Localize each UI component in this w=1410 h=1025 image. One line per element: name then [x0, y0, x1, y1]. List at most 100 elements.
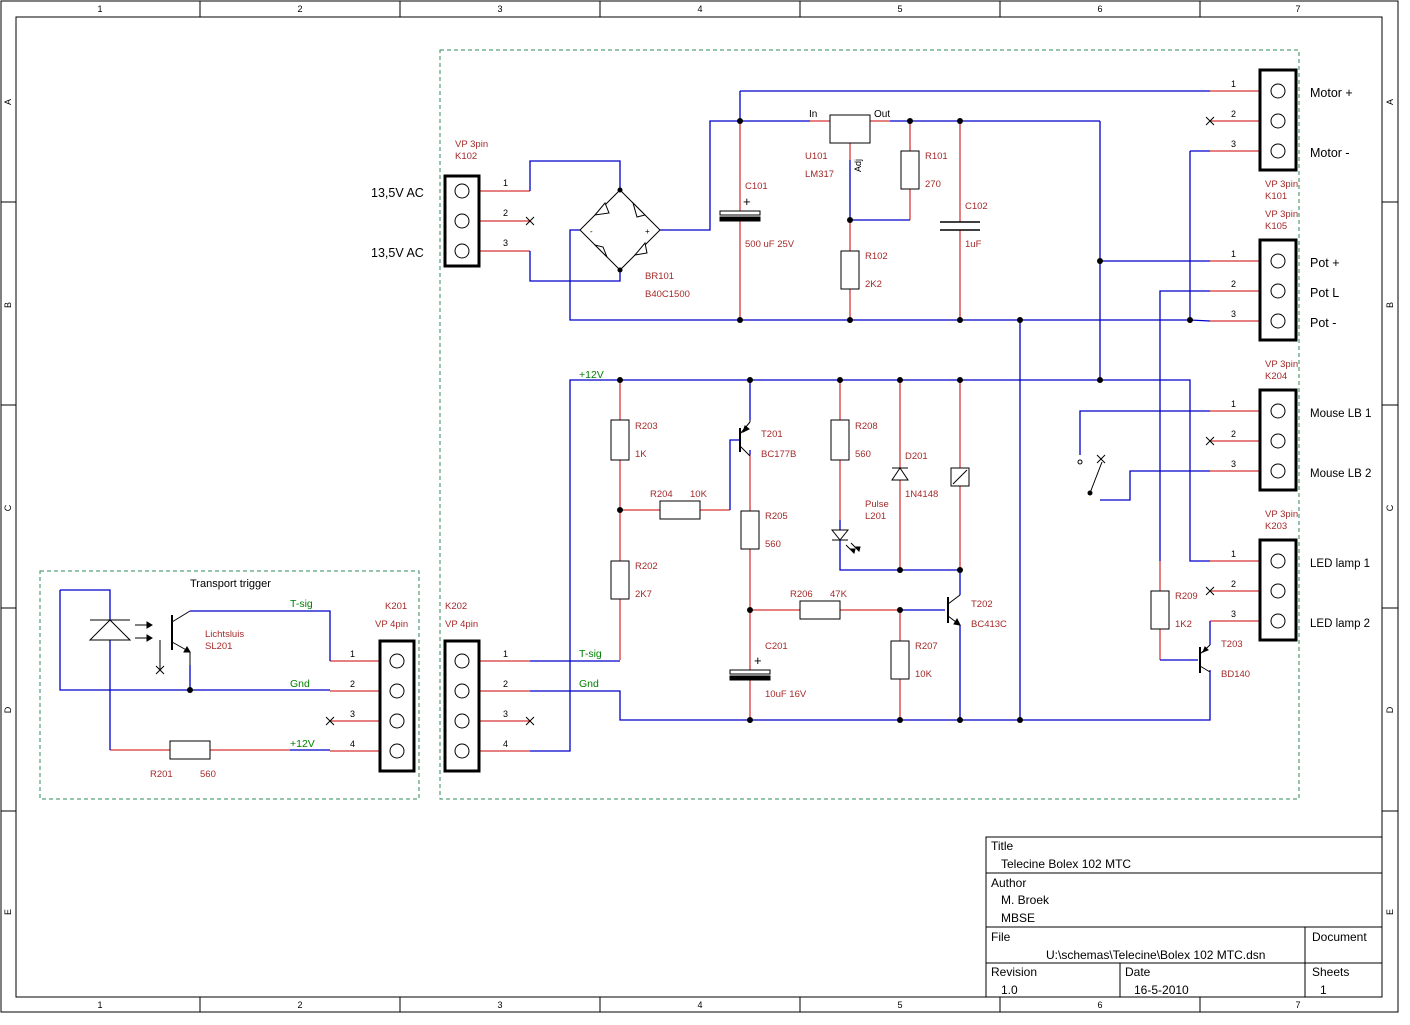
- svg-text:3: 3: [1231, 459, 1236, 469]
- svg-text:1: 1: [350, 649, 355, 659]
- resistor-r208: [830, 419, 850, 461]
- r202-ref: R202: [635, 561, 658, 572]
- zone-col-1-bottom: 1: [97, 1000, 102, 1010]
- c101-ref: C101: [745, 181, 768, 192]
- zone-col-1-top: 1: [97, 4, 102, 14]
- sheets-label: Sheets: [1312, 965, 1349, 979]
- no-connect-marks: [155, 116, 1215, 726]
- c201-ref: C201: [765, 641, 788, 652]
- regulator-u101: [829, 114, 871, 144]
- c201-value: 10uF 16V: [765, 689, 807, 700]
- resistor-r203: [610, 419, 630, 461]
- r209-ref: R209: [1175, 591, 1198, 602]
- resistor-r201: [169, 740, 211, 760]
- svg-text:3: 3: [503, 709, 508, 719]
- pot-minus-label: Pot -: [1310, 316, 1336, 330]
- r203-value: 1K: [635, 449, 647, 460]
- r206-value: 47K: [830, 589, 848, 600]
- svg-text:3: 3: [1231, 609, 1236, 619]
- bridge-node-top: [617, 187, 623, 193]
- zone-row-d-left: D: [3, 706, 13, 713]
- zone-col-6-bottom: 6: [1097, 1000, 1102, 1010]
- svg-text:1: 1: [503, 649, 508, 659]
- relay-coil: [950, 467, 970, 487]
- bridge-node-bottom: [617, 267, 623, 273]
- revision-label: Revision: [991, 965, 1037, 979]
- r206-ref: R206: [790, 589, 813, 600]
- zone-col-5-bottom: 5: [897, 1000, 902, 1010]
- d201-ref: D201: [905, 451, 928, 462]
- net-gnd-trigger: Gnd: [290, 678, 310, 690]
- svg-text:+: +: [754, 653, 762, 668]
- capacitor-c201: +: [729, 653, 771, 681]
- u101-pin-in: In: [809, 109, 817, 120]
- led-lamp1-label: LED lamp 1: [1310, 558, 1370, 570]
- k105-type: VP 3pin: [1265, 209, 1298, 220]
- svg-text:1: 1: [503, 178, 508, 188]
- k203-ref: K203: [1265, 521, 1287, 532]
- net-12v-main: +12V: [579, 369, 604, 381]
- svg-text:2: 2: [1231, 579, 1236, 589]
- r101-value: 270: [925, 179, 941, 190]
- u101-pin-adj: Adj: [853, 159, 863, 172]
- resistor-r205: [740, 510, 760, 550]
- svg-text:2: 2: [503, 679, 508, 689]
- t202-ref: T202: [971, 599, 993, 610]
- mouse-lb2-label: Mouse LB 2: [1310, 468, 1371, 480]
- pot-l-label: Pot L: [1310, 286, 1339, 300]
- junctions: [187, 118, 1193, 723]
- zone-row-e-right: E: [1385, 909, 1395, 915]
- u101-pin-out: Out: [874, 109, 890, 120]
- r209-value: 1K2: [1175, 619, 1192, 630]
- svg-text:2: 2: [350, 679, 355, 689]
- svg-text:1: 1: [1231, 79, 1236, 89]
- company-value: MBSE: [1001, 911, 1035, 925]
- c101-value: 500 uF 25V: [745, 239, 795, 250]
- resistor-r207: [890, 640, 910, 680]
- led-l201: [830, 529, 861, 555]
- transistor-t202: [947, 594, 961, 626]
- t201-ref: T201: [761, 429, 783, 440]
- wires: [59, 90, 1211, 752]
- svg-text:3: 3: [350, 709, 355, 719]
- u101-value: LM317: [805, 169, 834, 180]
- zone-col-6-top: 6: [1097, 4, 1102, 14]
- svg-text:+: +: [743, 194, 751, 209]
- k102-type: VP 3pin: [455, 139, 488, 150]
- capacitor-c101: +: [719, 194, 761, 222]
- zone-row-d-right: D: [1385, 706, 1395, 713]
- svg-text:2: 2: [503, 208, 508, 218]
- zone-row-c-right: C: [1385, 504, 1395, 511]
- date-label: Date: [1125, 965, 1151, 979]
- zone-col-5-top: 5: [897, 4, 902, 14]
- sl201-ref: SL201: [205, 641, 232, 652]
- r208-value: 560: [855, 449, 871, 460]
- svg-text:3: 3: [1231, 139, 1236, 149]
- k105-ref: K105: [1265, 221, 1287, 232]
- c102-ref: C102: [965, 201, 988, 212]
- zone-row-a-left: A: [3, 99, 13, 105]
- l201-ref: L201: [865, 511, 886, 522]
- zone-col-3-top: 3: [497, 4, 502, 14]
- resistor-r206: [799, 600, 841, 620]
- r208-ref: R208: [855, 421, 878, 432]
- svg-text:3: 3: [1231, 309, 1236, 319]
- r205-value: 560: [765, 539, 781, 550]
- connector-k105: 123: [1231, 238, 1298, 342]
- k201-ref: K201: [385, 601, 407, 612]
- t203-value: BD140: [1221, 669, 1250, 680]
- zone-col-7-top: 7: [1295, 4, 1300, 14]
- svg-text:2: 2: [1231, 109, 1236, 119]
- br101-value: B40C1500: [645, 289, 690, 300]
- t203-ref: T203: [1221, 639, 1243, 650]
- zone-col-3-bottom: 3: [497, 1000, 502, 1010]
- svg-text:3: 3: [503, 238, 508, 248]
- pin-stubs: [110, 90, 1260, 752]
- zone-col-7-bottom: 7: [1295, 1000, 1300, 1010]
- title-value: Telecine Bolex 102 MTC: [1001, 857, 1131, 871]
- r203-ref: R203: [635, 421, 658, 432]
- zone-row-c-left: C: [3, 504, 13, 511]
- t201-value: BC177B: [761, 449, 796, 460]
